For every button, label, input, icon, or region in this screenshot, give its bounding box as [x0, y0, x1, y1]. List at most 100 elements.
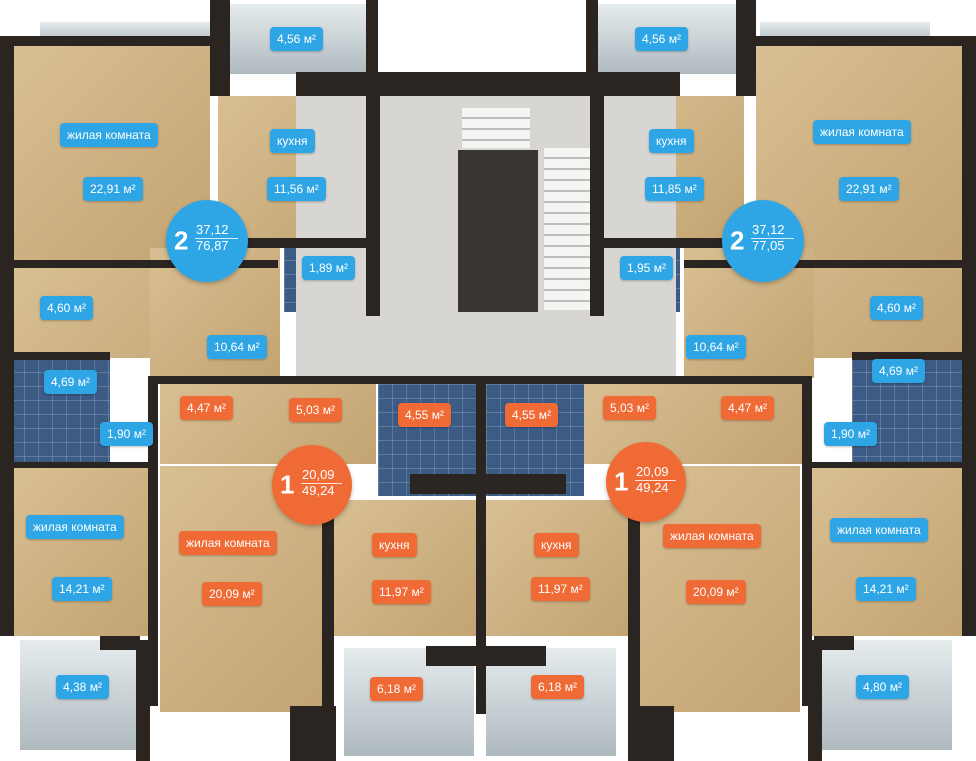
wall	[614, 376, 804, 384]
living-room-bottom-right-outer-area	[808, 466, 964, 636]
kitchen-top-left-area: 11,56 м²	[267, 177, 326, 201]
balcony-bottom-left-outer-area	[20, 640, 136, 750]
hallway-top-right-big-label: 10,64 м²	[686, 335, 746, 359]
wall	[808, 462, 968, 468]
bathroom-mid-right-small-label: 1,90 м²	[824, 422, 877, 446]
living-room-bottom-right-inner-name: жилая комната	[663, 524, 761, 548]
balcony-bottom-left-inner-area	[344, 648, 474, 756]
living-room-bottom-left-outer-name: жилая комната	[26, 515, 124, 539]
wall	[962, 36, 976, 636]
kitchen-top-left-name: кухня	[270, 129, 315, 153]
apartment-total-area: 49,24	[302, 483, 335, 498]
apartment-badge-2-right: 2 37,12 77,05	[722, 200, 804, 282]
apartment-room-count: 2	[730, 225, 745, 256]
living-room-bottom-left-outer-area: 14,21 м²	[52, 577, 112, 601]
hallway-top-right-small-label: 4,60 м²	[870, 296, 923, 320]
wall	[476, 384, 486, 714]
balcony-bottom-left-inner-label: 6,18 м²	[370, 677, 423, 701]
apartment-room-count: 2	[174, 225, 189, 256]
bathroom-top-right-label: 1,95 м²	[620, 256, 673, 280]
hallway-bottom-left-area	[160, 384, 376, 464]
apartment-badge-2-left: 2 37,12 76,87	[166, 200, 248, 282]
balcony-top-right-area	[596, 4, 736, 74]
hallway-bottom-right-a-label: 5,03 м²	[603, 396, 656, 420]
wall	[802, 376, 812, 706]
stairs-lower	[544, 148, 590, 310]
apartment-total-area: 76,87	[196, 238, 229, 253]
stairs-upper	[462, 108, 530, 148]
wall	[808, 640, 822, 761]
wall	[628, 496, 640, 716]
apartment-living-area: 37,12	[752, 222, 785, 237]
wall	[148, 376, 158, 706]
wall	[410, 474, 566, 494]
wall	[746, 36, 968, 46]
wall	[290, 706, 336, 761]
wall	[426, 646, 546, 666]
apartment-living-area: 37,12	[196, 222, 229, 237]
hallway-top-left-big-label: 10,64 м²	[207, 335, 267, 359]
wall	[210, 0, 230, 96]
wall	[736, 0, 756, 96]
living-room-top-left-name: жилая комната	[60, 123, 158, 147]
apartment-badge-1-right: 1 20,09 49,24	[606, 442, 686, 522]
kitchen-bottom-right-area: 11,97 м²	[531, 577, 590, 601]
kitchen-bottom-left-name: кухня	[372, 533, 417, 557]
living-room-bottom-right-inner-area: 20,09 м²	[686, 580, 746, 604]
wall	[344, 376, 614, 384]
wall	[604, 238, 756, 248]
wall	[322, 496, 334, 716]
divider	[751, 238, 794, 239]
living-room-bottom-left-inner-area: 20,09 м²	[202, 582, 262, 606]
wall	[154, 376, 344, 384]
wall	[136, 640, 150, 761]
wall	[366, 96, 380, 316]
wall	[590, 96, 604, 316]
kitchen-top-right-name: кухня	[649, 129, 694, 153]
living-room-bottom-right-outer-area: 14,21 м²	[856, 577, 916, 601]
living-room-bottom-left-inner-name: жилая комната	[179, 531, 277, 555]
bathroom-top-left-label: 1,89 м²	[302, 256, 355, 280]
apartment-total-area: 77,05	[752, 238, 785, 253]
apartment-room-count: 1	[614, 466, 629, 497]
wall	[8, 462, 154, 468]
living-room-top-right-name: жилая комната	[813, 120, 911, 144]
wall	[8, 260, 278, 268]
wall	[210, 238, 366, 248]
wall	[684, 260, 968, 268]
kitchen-bottom-left-area: 11,97 м²	[372, 580, 431, 604]
bathroom-mid-left-small-label: 1,90 м²	[100, 422, 153, 446]
divider	[195, 238, 238, 239]
bathroom-bottom-right-label: 4,55 м²	[505, 403, 558, 427]
kitchen-top-right-area: 11,85 м²	[645, 177, 704, 201]
wall	[628, 706, 674, 761]
apartment-badge-1-left: 1 20,09 49,24	[272, 445, 352, 525]
hallway-top-left-small-label: 4,60 м²	[40, 296, 93, 320]
kitchen-bottom-left-area	[334, 500, 476, 636]
elevator-shaft	[458, 150, 538, 312]
balcony-bottom-right-inner-area	[486, 648, 616, 756]
hallway-bottom-left-a-label: 4,47 м²	[180, 396, 233, 420]
wall	[8, 352, 110, 360]
living-room-top-right-area: 22,91 м²	[839, 177, 899, 201]
divider	[635, 480, 676, 481]
hallway-bottom-left-b-label: 5,03 м²	[289, 398, 342, 422]
wall	[0, 36, 14, 636]
wall	[814, 636, 854, 650]
balcony-bottom-right-inner-label: 6,18 м²	[531, 675, 584, 699]
bathroom-bottom-left-label: 4,55 м²	[398, 403, 451, 427]
wall	[296, 72, 680, 96]
wall	[852, 352, 968, 360]
apartment-total-area: 49,24	[636, 480, 669, 495]
hallway-bottom-right-b-label: 4,47 м²	[721, 396, 774, 420]
wall	[100, 636, 140, 650]
apartment-living-area: 20,09	[302, 467, 335, 482]
living-room-bottom-left-outer-area	[10, 466, 154, 636]
kitchen-bottom-right-name: кухня	[534, 533, 579, 557]
bathroom-mid-right-label: 4,69 м²	[872, 359, 925, 383]
balcony-bottom-right-outer-label: 4,80 м²	[856, 675, 909, 699]
living-room-bottom-right-outer-name: жилая комната	[830, 518, 928, 542]
bathroom-mid-left-label: 4,69 м²	[44, 370, 97, 394]
balcony-top-right-label: 4,56 м²	[635, 27, 688, 51]
